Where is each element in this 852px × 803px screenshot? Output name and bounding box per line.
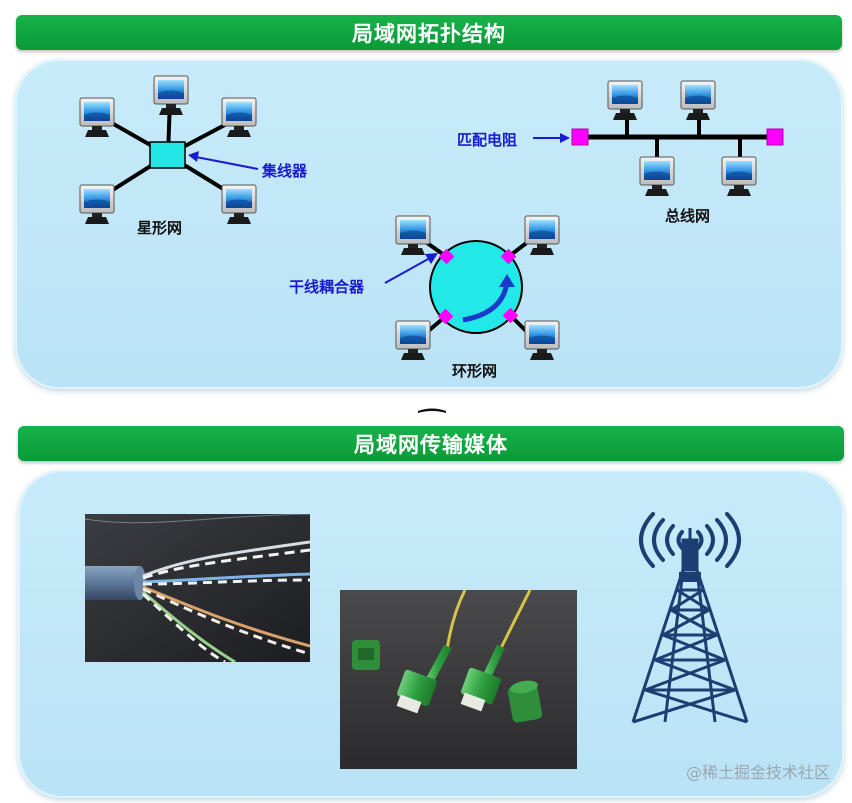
coupler-arrow <box>384 257 431 284</box>
star-computer-3 <box>221 97 257 138</box>
bus-network <box>533 80 784 197</box>
fiber-optic-photo <box>340 590 577 769</box>
coupler-arrowhead <box>425 253 438 264</box>
ring-computer-4 <box>524 320 560 361</box>
ring-circle <box>429 240 523 334</box>
ring-computer-2 <box>524 215 560 256</box>
bus-computer-4 <box>721 156 757 197</box>
star-computer-1 <box>79 97 115 138</box>
topology-title-banner: 局域网拓扑结构 <box>16 15 842 50</box>
terminator-label: 匹配电阻 <box>457 131 518 149</box>
bus-computer-1 <box>607 80 643 121</box>
terminator-arrowhead <box>560 133 570 143</box>
ring-direction-arrowhead <box>499 274 515 287</box>
hub-arrowhead <box>188 151 199 162</box>
bus-computer-2 <box>680 80 716 121</box>
separator-mark <box>418 408 446 413</box>
ring-network <box>384 215 560 361</box>
hub-arrow <box>195 156 259 170</box>
hub-label: 集线器 <box>262 162 308 180</box>
bus-computer-3 <box>639 156 675 197</box>
star-computer-2 <box>153 75 189 116</box>
ring-direction-arrow <box>462 281 510 323</box>
wireless-tower-icon <box>631 512 749 724</box>
ring-network-label: 环形网 <box>452 362 498 380</box>
ring-computer-1 <box>395 215 431 256</box>
topology-title: 局域网拓扑结构 <box>352 21 506 46</box>
twisted-pair-photo <box>85 514 310 662</box>
bus-network-label: 总线网 <box>665 207 711 225</box>
star-computer-5 <box>221 184 257 225</box>
watermark: @稀土掘金技术社区 <box>685 763 830 782</box>
star-network-label: 星形网 <box>137 219 183 237</box>
coupler-label: 干线耦合器 <box>289 278 365 296</box>
terminator-left <box>571 128 589 146</box>
media-title-banner: 局域网传输媒体 <box>18 426 844 461</box>
star-network <box>79 75 259 225</box>
hub-box <box>149 141 186 169</box>
ring-computer-3 <box>395 320 431 361</box>
media-title: 局域网传输媒体 <box>354 432 508 457</box>
star-computer-4 <box>79 184 115 225</box>
terminator-right <box>766 128 784 146</box>
